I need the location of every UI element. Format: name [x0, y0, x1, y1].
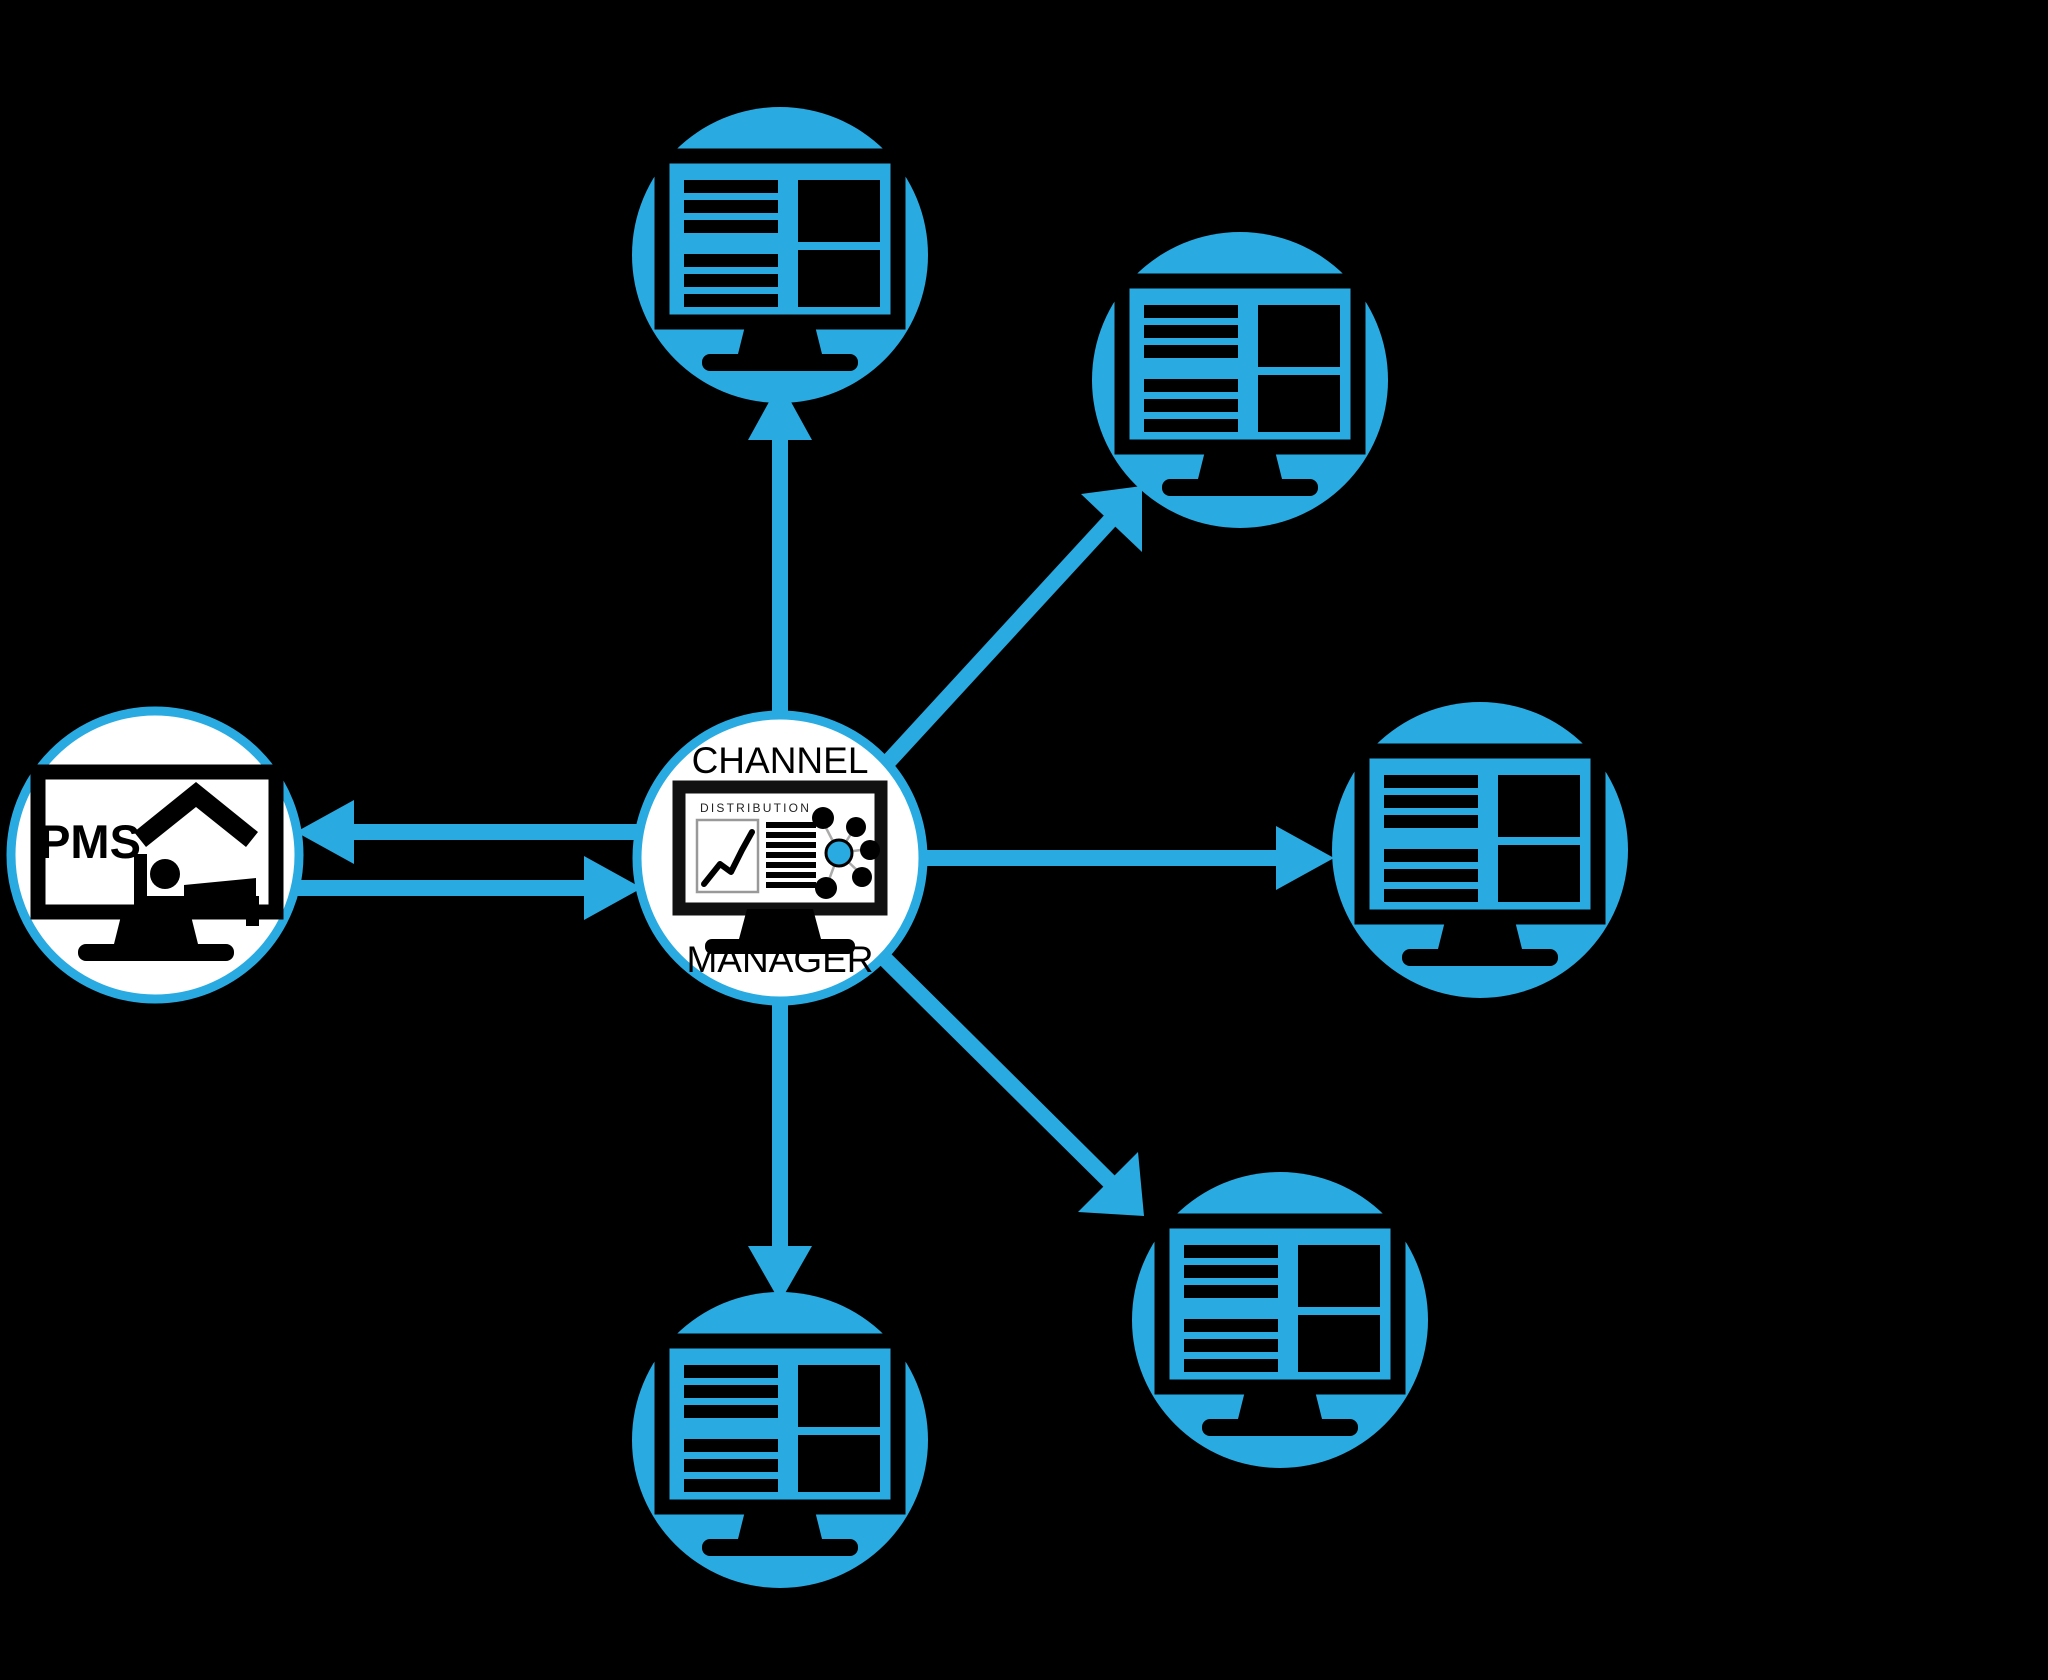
- arrow-hub-to-channel-top: [748, 382, 812, 714]
- pms-node[interactable]: PMS: [6, 706, 304, 1004]
- hub-label-top: CHANNEL: [692, 740, 869, 781]
- connection-layer: [296, 382, 1334, 1302]
- channel-nodes-layer: [632, 107, 1628, 1588]
- arrow-pms-to-channelmanager: [296, 856, 642, 920]
- hub-line-chart: [695, 818, 760, 894]
- arrow-hub-to-channel-bottom: [748, 1000, 812, 1302]
- hub-label-bottom: MANAGER: [686, 939, 873, 980]
- pms-label: PMS: [39, 815, 141, 868]
- arrow-hub-to-channel-right: [918, 826, 1334, 890]
- hub-network-graph: [812, 807, 880, 899]
- channel-node-bottom[interactable]: [632, 1292, 928, 1588]
- channel-node-right[interactable]: [1332, 702, 1628, 998]
- arrow-hub-to-channel-upper-right: [882, 486, 1142, 768]
- channel-node-lower-right[interactable]: [1132, 1172, 1428, 1468]
- arrow-channelmanager-to-pms: [296, 800, 644, 864]
- hub-screen-title: DISTRIBUTION: [700, 801, 811, 815]
- hub-text-bars: [766, 822, 816, 888]
- channel-node-upper-right[interactable]: [1092, 232, 1388, 528]
- channel-node-top[interactable]: [632, 107, 928, 403]
- arrow-hub-to-channel-lower-right: [878, 952, 1144, 1216]
- channel-manager-hub[interactable]: CHANNEL DISTRIBUTION: [632, 710, 928, 1006]
